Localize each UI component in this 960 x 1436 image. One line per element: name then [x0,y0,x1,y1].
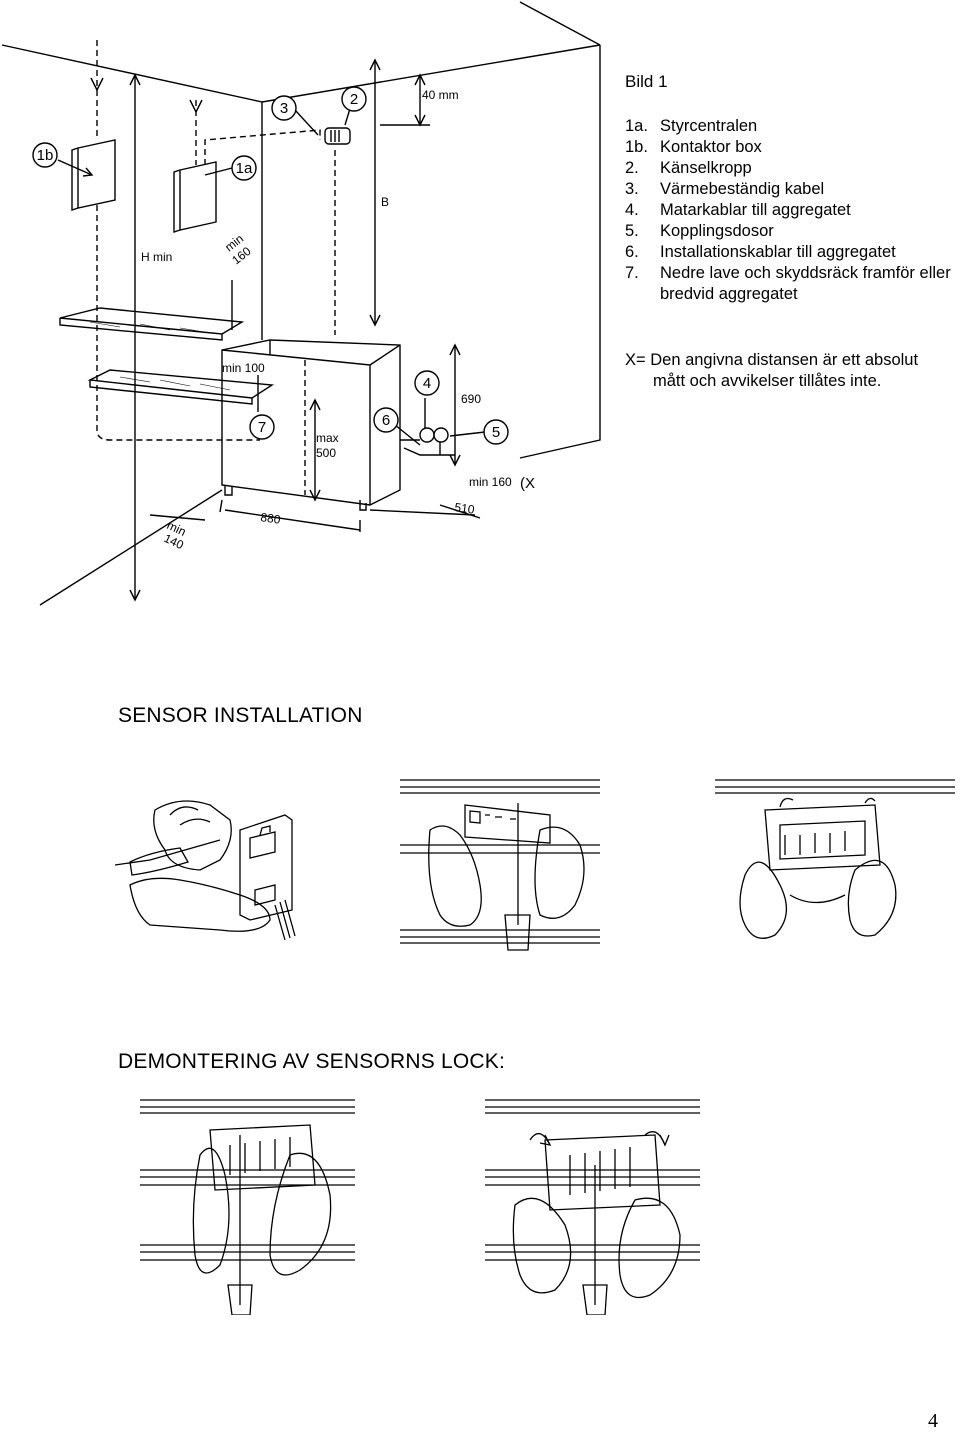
callout-3: 3 [280,100,288,117]
floor-edge [39,489,223,606]
legend-num: 1b. [625,138,648,156]
dim-min100: min 100 [222,361,265,375]
sensor-installation-title: SENSOR INSTALLATION [118,704,363,727]
installation-diagram: 1b 1a 2 3 4 5 6 7 40 mm B H min min 160 … [1,1,601,606]
dim-h-min: H min [141,250,172,264]
callout-1b: 1b [37,147,54,164]
legend-num: 1a. [625,117,648,135]
legend-text: Nedre lave och skyddsräck framför eller … [660,264,951,303]
contactor-box [77,139,116,209]
callout-7: 7 [258,419,266,436]
dim-880: 880 [260,510,282,527]
legend-item: 1a. Styrcentralen [625,116,955,137]
page-number: 4 [928,1410,938,1432]
legend-item: 6. Installationskablar till aggregatet [625,242,955,263]
callout-2: 2 [350,91,358,108]
dim-40mm: 40 mm [422,88,459,102]
legend-text: Installationskablar till aggregatet [660,243,896,261]
upper-bench [59,307,245,335]
legend-item: 3. Värmebeständig kabel [625,179,955,200]
sensor-body [324,127,351,145]
dim-max500-a: max [316,431,339,445]
legend-num: 4. [625,201,639,219]
legend-num: 3. [625,180,639,198]
legend-item: 4. Matarkablar till aggregatet [625,200,955,221]
legend-text: Kontaktor box [660,138,762,156]
legend-text: Matarkablar till aggregatet [660,201,851,219]
legend-text: Styrcentralen [660,117,758,135]
callout-5: 5 [492,424,500,441]
legend-item: 7. Nedre lave och skyddsräck framför ell… [625,263,955,305]
demontering-title: DEMONTERING AV SENSORNS LOCK: [118,1050,505,1073]
x-mark: (X [520,475,535,492]
dim-b: B [381,195,389,209]
wall-right-top [261,44,601,103]
callout-6: 6 [382,412,390,429]
dim-max500-b: 500 [316,446,336,460]
sensor-step3-illustration [715,779,955,939]
callout-4: 4 [423,375,431,392]
legend-num: 2. [625,159,639,177]
legend-item: 5. Kopplingsdosor [625,221,955,242]
dim-510: 510 [454,500,476,517]
demont-step2-illustration [485,1099,700,1315]
lower-bench [87,369,275,399]
legend-item: 2. Känselkropp [625,158,955,179]
callout-1a: 1a [236,160,253,177]
wall-left-top [1,44,263,103]
distance-note-line1: X= Den angivna distansen är ett absolut [625,351,919,369]
legend-text: Kopplingsdosor [660,222,774,240]
dim-690: 690 [461,392,481,406]
wall-right-edge [519,45,601,459]
figure-title: Bild 1 [625,72,668,91]
distance-note: X= Den angivna distansen är ett absolut … [625,350,960,392]
distance-note-line2: mått och avvikelser tillåtes inte. [653,372,882,390]
roof-line [519,1,601,46]
legend-text: Värmebeständig kabel [660,180,825,198]
dim-min160-floor: min 160 [469,475,512,489]
legend-num: 5. [625,222,639,240]
sensor-step2-illustration [400,779,600,951]
sensor-step1-illustration [114,800,296,941]
legend-num: 6. [625,243,639,261]
demont-step1-illustration [140,1099,355,1315]
legend-text: Känselkropp [660,159,752,177]
legend-list: 1a. Styrcentralen 1b. Kontaktor box 2. K… [625,116,955,305]
legend-num: 7. [625,264,639,282]
control-unit [179,161,217,231]
legend-item: 1b. Kontaktor box [625,137,955,158]
